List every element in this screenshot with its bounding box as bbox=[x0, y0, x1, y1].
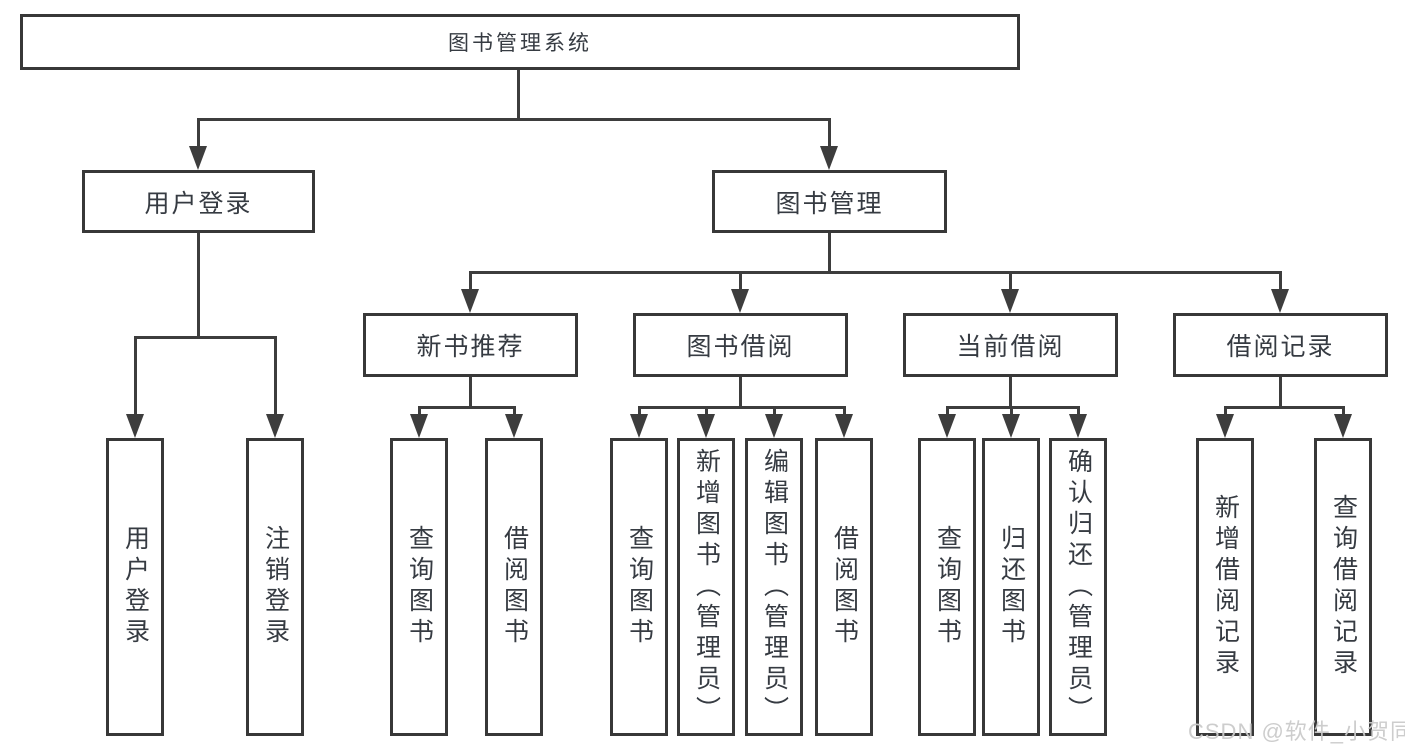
leaf-borrow-books: 借阅图书 bbox=[815, 438, 873, 736]
arrow-down-icon bbox=[1069, 414, 1087, 438]
leaf-label: 编辑图书（管理员） bbox=[760, 447, 789, 727]
arrow-down-icon bbox=[938, 414, 956, 438]
node-new-book-recommend: 新书推荐 bbox=[363, 313, 578, 377]
connector-drop-leaf bbox=[1342, 406, 1345, 418]
arrow-down-icon bbox=[731, 289, 749, 313]
watermark: CSDN @软件_小贺同学 bbox=[1188, 719, 1405, 744]
node-user-login-label: 用户登录 bbox=[144, 189, 253, 218]
connector-drop-leaf bbox=[1077, 406, 1080, 418]
leaf-label: 归还图书 bbox=[997, 525, 1026, 649]
connector-drop-leaf bbox=[1224, 406, 1227, 418]
leaf-logout: 注销登录 bbox=[246, 438, 304, 736]
leaf-label: 借阅图书 bbox=[500, 525, 529, 649]
node-book-management-label: 图书管理 bbox=[775, 189, 884, 218]
arrow-down-icon bbox=[1271, 289, 1289, 313]
leaf-edit-books-admin: 编辑图书（管理员） bbox=[745, 438, 803, 736]
arrow-down-icon bbox=[126, 414, 144, 438]
connector-drop-section bbox=[739, 271, 742, 293]
arrow-down-icon bbox=[266, 414, 284, 438]
leaf-return-books: 归还图书 bbox=[982, 438, 1040, 736]
node-borrow-records-label: 借阅记录 bbox=[1226, 333, 1335, 361]
node-book-borrow: 图书借阅 bbox=[633, 313, 848, 377]
connector-drop-leaf bbox=[946, 406, 949, 418]
arrow-down-icon bbox=[1216, 414, 1234, 438]
connector-user-login-stem bbox=[197, 233, 200, 339]
leaf-label: 查询图书 bbox=[933, 525, 962, 649]
node-borrow-records: 借阅记录 bbox=[1173, 313, 1388, 377]
leaf-label: 新增借阅记录 bbox=[1211, 494, 1240, 680]
node-root-label: 图书管理系统 bbox=[448, 32, 592, 55]
leaf-label: 查询借阅记录 bbox=[1329, 494, 1358, 680]
node-current-borrow: 当前借阅 bbox=[903, 313, 1118, 377]
arrow-down-icon bbox=[1001, 289, 1019, 313]
arrow-down-icon bbox=[630, 414, 648, 438]
connector-drop-leaf bbox=[418, 406, 421, 418]
connector-book-management-stem bbox=[828, 233, 831, 274]
leaf-label: 注销登录 bbox=[261, 525, 290, 649]
connector-drop-leaf bbox=[513, 406, 516, 418]
arrow-down-icon bbox=[835, 414, 853, 438]
connector-drop-leaf bbox=[638, 406, 641, 418]
leaf-label: 用户登录 bbox=[121, 525, 150, 649]
arrow-down-icon bbox=[410, 414, 428, 438]
leaf-label: 借阅图书 bbox=[830, 525, 859, 649]
connector-drop-leaf bbox=[134, 336, 137, 418]
arrow-down-icon bbox=[461, 289, 479, 313]
connector-root-stem bbox=[517, 70, 520, 121]
node-current-borrow-label: 当前借阅 bbox=[956, 333, 1065, 361]
connector-drop-section bbox=[469, 271, 472, 293]
connector-drop-section bbox=[1009, 271, 1012, 293]
connector-drop-leaf bbox=[705, 406, 708, 418]
leaf-query-borrow-record: 查询借阅记录 bbox=[1314, 438, 1372, 736]
arrow-down-icon bbox=[765, 414, 783, 438]
connector-drop-section bbox=[1279, 271, 1282, 293]
leaf-user-login: 用户登录 bbox=[106, 438, 164, 736]
leaf-query-books: 查询图书 bbox=[918, 438, 976, 736]
leaf-confirm-return-admin: 确认归还（管理员） bbox=[1049, 438, 1107, 736]
leaf-label: 查询图书 bbox=[405, 525, 434, 649]
connector-drop-leaf bbox=[773, 406, 776, 418]
connector-user-login-horizontal bbox=[134, 336, 276, 339]
connector-section-stem bbox=[739, 377, 742, 409]
leaf-label: 确认归还（管理员） bbox=[1064, 447, 1093, 727]
arrow-down-icon bbox=[697, 414, 715, 438]
connector-drop-book-management bbox=[828, 118, 831, 150]
connector-section-horizontal bbox=[638, 406, 845, 409]
node-user-login: 用户登录 bbox=[82, 170, 315, 233]
connector-level2-horizontal bbox=[469, 271, 1281, 274]
node-book-management: 图书管理 bbox=[712, 170, 947, 233]
arrow-down-icon bbox=[189, 146, 207, 170]
connector-drop-leaf bbox=[843, 406, 846, 418]
leaf-borrow-books: 借阅图书 bbox=[485, 438, 543, 736]
arrow-down-icon bbox=[820, 146, 838, 170]
connector-section-horizontal bbox=[418, 406, 515, 409]
connector-drop-leaf bbox=[274, 336, 277, 418]
node-new-book-recommend-label: 新书推荐 bbox=[416, 333, 525, 361]
node-book-borrow-label: 图书借阅 bbox=[686, 333, 795, 361]
connector-drop-user-login bbox=[197, 118, 200, 150]
connector-section-horizontal bbox=[1224, 406, 1344, 409]
leaf-add-books-admin: 新增图书（管理员） bbox=[677, 438, 735, 736]
connector-level1-horizontal bbox=[197, 118, 830, 121]
leaf-query-books: 查询图书 bbox=[610, 438, 668, 736]
leaf-label: 新增图书（管理员） bbox=[692, 447, 721, 727]
connector-section-stem bbox=[1279, 377, 1282, 409]
leaf-query-books: 查询图书 bbox=[390, 438, 448, 736]
connector-section-stem bbox=[1009, 377, 1012, 409]
arrow-down-icon bbox=[505, 414, 523, 438]
arrow-down-icon bbox=[1334, 414, 1352, 438]
leaf-label: 查询图书 bbox=[625, 525, 654, 649]
node-root: 图书管理系统 bbox=[20, 14, 1020, 70]
connector-drop-leaf bbox=[1010, 406, 1013, 418]
arrow-down-icon bbox=[1002, 414, 1020, 438]
leaf-add-borrow-record: 新增借阅记录 bbox=[1196, 438, 1254, 736]
connector-section-stem bbox=[469, 377, 472, 409]
